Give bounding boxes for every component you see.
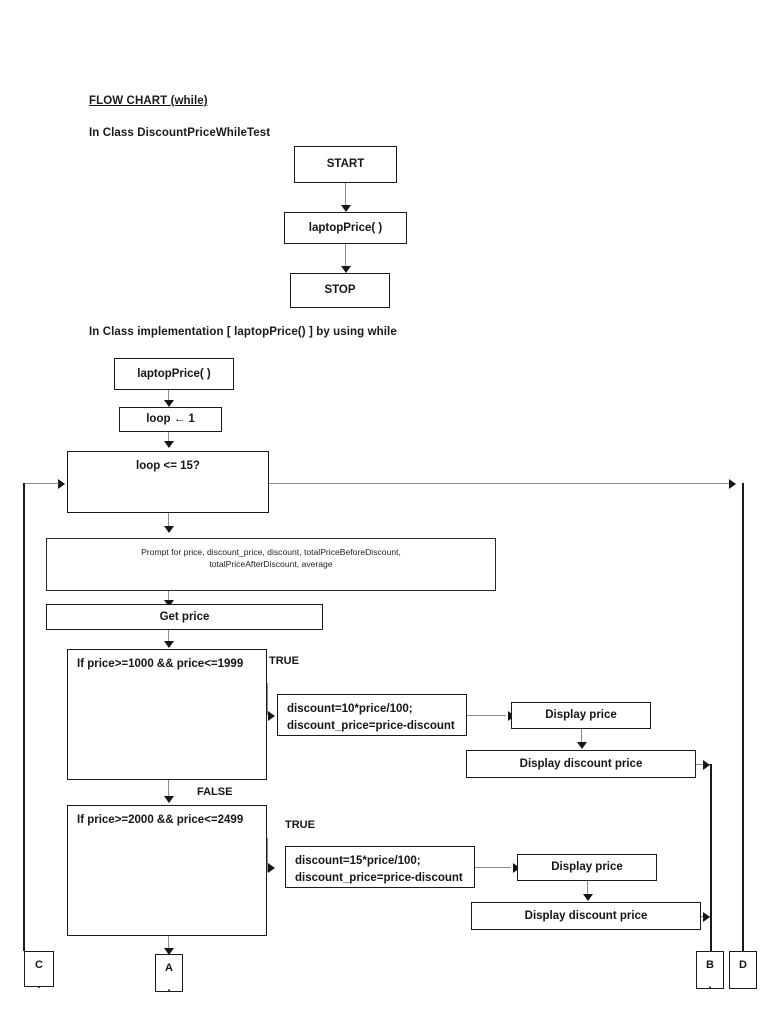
arrowhead-right-icon — [513, 862, 520, 873]
connector-d-riser — [742, 483, 744, 951]
page-title: FLOW CHART (while) — [89, 95, 208, 107]
connector-calc2-to-display-price — [475, 867, 511, 869]
box-loop-init-label: loop ← 1 — [146, 413, 195, 426]
connector-if1-true-drop — [267, 683, 269, 715]
box-calc-2-line1: discount=15*price/100; — [295, 855, 421, 867]
connector-if2-false-to-a — [168, 936, 170, 954]
connector-b-dot: . — [708, 979, 712, 991]
connector-a-label: A — [165, 962, 173, 974]
box-loop-init[interactable]: loop ← 1 — [119, 407, 222, 432]
box-start-label: START — [326, 158, 365, 171]
box-loop-condition[interactable]: loop <= 15? — [67, 451, 269, 513]
box-laptopprice-entry-label: laptopPrice( ) — [137, 367, 211, 380]
connector-a[interactable]: A . — [155, 954, 183, 994]
connector-loopback-riser-c — [23, 483, 25, 951]
box-display-discount-price-1-label: Display discount price — [519, 757, 643, 770]
arrowhead-right-icon — [268, 710, 275, 721]
arrowhead-down-icon — [163, 400, 174, 407]
box-display-discount-price-2-label: Display discount price — [524, 909, 648, 922]
arrowhead-right-icon — [729, 478, 736, 489]
box-start[interactable]: START — [294, 146, 397, 183]
box-display-price-1-label: Display price — [545, 709, 617, 722]
connector-c[interactable]: C . — [24, 951, 54, 991]
connector-if1-false — [168, 780, 170, 800]
box-stop[interactable]: STOP — [290, 273, 390, 308]
connector-b-label: B — [706, 959, 714, 971]
arrowhead-down-icon — [582, 894, 593, 901]
connector-init-to-condition — [168, 432, 170, 445]
connector-calc1-to-display-price — [467, 715, 506, 717]
arrowhead-right-icon — [268, 862, 275, 873]
connector-a-dot: . — [167, 982, 171, 994]
section-heading-implementation: In Class implementation [ laptopPrice() … — [89, 326, 397, 338]
box-calc-2-line2: discount_price=price-discount — [295, 871, 463, 884]
box-laptopprice-entry[interactable]: laptopPrice( ) — [114, 358, 234, 390]
connector-b-riser — [710, 764, 712, 951]
box-condition-2-label: If price>=2000 && price<=2499 — [77, 814, 244, 826]
connector-d-label: D — [739, 959, 747, 971]
arrowhead-down-icon — [163, 796, 174, 803]
arrowhead-right-icon — [703, 911, 710, 922]
box-calc-1-line1: discount=10*price/100; — [287, 703, 413, 715]
box-laptopprice-call-label: laptopPrice( ) — [308, 221, 383, 234]
arrowhead-right-icon — [58, 478, 65, 489]
connector-prompt-to-getprice — [168, 591, 170, 605]
connector-getprice-to-if1 — [168, 630, 170, 646]
box-calc-discount-15[interactable]: discount=15*price/100; discount_price=pr… — [285, 846, 475, 888]
connector-start-to-call — [345, 183, 347, 209]
connector-displayprice1-to-displaydiscount1 — [581, 729, 583, 746]
connector-c-dot: . — [37, 979, 41, 991]
box-get-price[interactable]: Get price — [46, 604, 323, 630]
connector-d[interactable]: D — [729, 951, 757, 989]
connector-condition-to-prompt — [168, 513, 170, 530]
connector-loop-exit-to-d — [269, 483, 735, 485]
box-display-discount-price-1[interactable]: Display discount price — [466, 750, 696, 778]
box-prompt-variables[interactable]: Prompt for price, discount_price, discou… — [46, 538, 496, 591]
box-display-price-1[interactable]: Display price — [511, 702, 651, 729]
box-display-price-2[interactable]: Display price — [517, 854, 657, 881]
box-prompt-line2: totalPriceAfterDiscount, average — [209, 559, 333, 570]
arrowhead-down-icon — [163, 441, 174, 448]
box-display-price-2-label: Display price — [551, 861, 623, 874]
connector-if2-true-drop — [267, 838, 269, 872]
connector-c-label: C — [35, 959, 43, 971]
box-get-price-label: Get price — [159, 610, 210, 623]
label-true-branch-2: TRUE — [285, 819, 315, 831]
box-condition-price-1000-1999[interactable]: If price>=1000 && price<=1999 — [67, 649, 267, 780]
box-prompt-line1: Prompt for price, discount_price, discou… — [141, 547, 401, 557]
arrowhead-down-icon — [576, 742, 587, 749]
label-true-branch-1: TRUE — [269, 655, 299, 667]
box-condition-price-2000-2499[interactable]: If price>=2000 && price<=2499 — [67, 805, 267, 936]
arrowhead-down-icon — [340, 205, 351, 212]
connector-call-to-stop — [345, 244, 347, 270]
box-stop-label: STOP — [324, 284, 356, 297]
arrowhead-down-icon — [163, 948, 174, 955]
arrowhead-down-icon — [340, 266, 351, 273]
connector-loopback-horizontal — [23, 483, 59, 485]
arrowhead-down-icon — [163, 641, 174, 648]
arrowhead-down-icon — [163, 600, 174, 607]
box-laptopprice-call[interactable]: laptopPrice( ) — [284, 212, 407, 244]
box-loop-condition-label: loop <= 15? — [136, 460, 200, 472]
box-calc-discount-10[interactable]: discount=10*price/100; discount_price=pr… — [277, 694, 467, 736]
arrowhead-down-icon — [163, 526, 174, 533]
connector-b[interactable]: B . — [696, 951, 724, 991]
connector-entry-to-init — [168, 390, 170, 404]
label-false-branch-1: FALSE — [197, 786, 233, 798]
box-display-discount-price-2[interactable]: Display discount price — [471, 902, 701, 930]
box-condition-1-label: If price>=1000 && price<=1999 — [77, 658, 244, 670]
arrowhead-right-icon — [703, 759, 710, 770]
connector-displayprice2-to-displaydiscount2 — [587, 881, 589, 898]
box-calc-1-line2: discount_price=price-discount — [287, 719, 455, 732]
section-heading-class-test: In Class DiscountPriceWhileTest — [89, 127, 271, 139]
